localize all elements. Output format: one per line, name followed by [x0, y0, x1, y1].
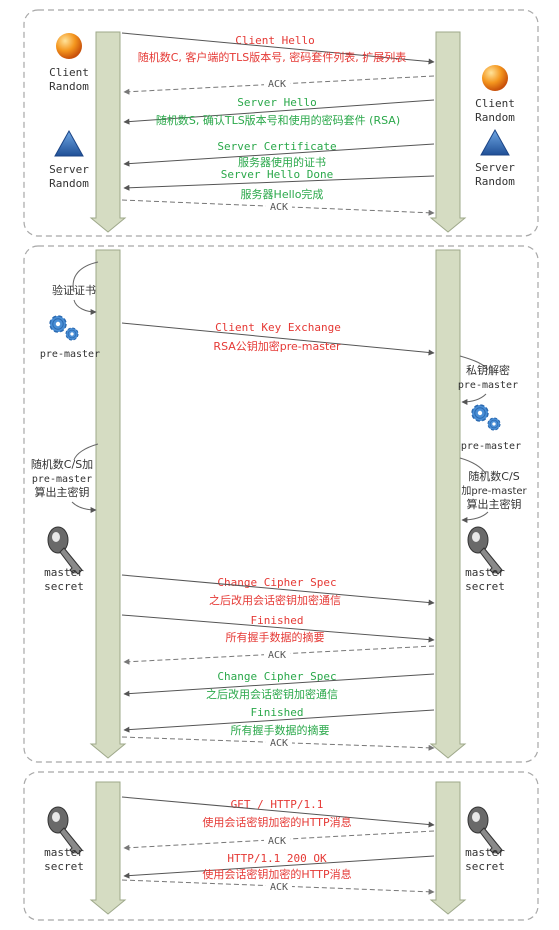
left-compute-label-2: pre-master	[32, 474, 92, 485]
client-hello-label: Client Hello	[235, 34, 314, 47]
finished-client-arrow	[121, 614, 435, 643]
right-server-random-triangle-icon	[480, 128, 510, 156]
client-lifeline-2	[89, 249, 127, 759]
http-response-label: HTTP/1.1 200 OK	[227, 852, 327, 865]
ccs-server-label: Change Cipher Spec	[217, 670, 336, 683]
server-lifeline-2	[429, 249, 467, 759]
right-client-random-label-2: Random	[475, 111, 515, 124]
right-master-label-1: master	[465, 566, 505, 579]
server-hello-arrow	[123, 99, 435, 125]
panel-1	[23, 9, 539, 237]
server-certificate-detail: 服务器使用的证书	[238, 155, 326, 169]
client-lifeline-1	[89, 31, 127, 233]
p3-right-master-label-1: master	[465, 846, 505, 859]
right-server-random-label-2: Random	[475, 175, 515, 188]
left-premaster-label: pre-master	[40, 349, 100, 360]
right-client-random-sphere-icon	[482, 65, 508, 91]
http-response-arrow	[123, 855, 435, 879]
right-client-random-label-1: Client	[475, 97, 515, 110]
server-hello-done-label: Server Hello Done	[221, 168, 334, 181]
right-compute-label-3: 算出主密钥	[467, 497, 522, 511]
ccs-client-label: Change Cipher Spec	[217, 576, 336, 589]
server-hello-done-arrow	[123, 175, 435, 191]
http-get-label: GET / HTTP/1.1	[231, 798, 324, 811]
server-hello-done-detail: 服务器Hello完成	[241, 187, 324, 201]
right-compute-label-2: 加pre-master	[461, 485, 527, 497]
panel-2	[23, 245, 539, 763]
server-random-label-2: Random	[49, 177, 89, 190]
server-certificate-label: Server Certificate	[217, 140, 336, 153]
panel-3	[23, 771, 539, 921]
http-get-arrow	[121, 796, 435, 828]
ccs-server-detail: 之后改用会话密钥加密通信	[206, 687, 338, 701]
right-decrypt-label-2: pre-master	[458, 380, 518, 391]
right-decrypt-label-1: 私钥解密	[466, 363, 510, 377]
client-key-exchange-detail: RSA公钥加密pre-master	[213, 339, 341, 353]
server-hello-detail: 随机数S, 确认TLS版本号和使用的密码套件 (RSA)	[156, 113, 400, 127]
left-master-label-1: master	[44, 566, 84, 579]
http-get-detail: 使用会话密钥加密的HTTP消息	[202, 815, 351, 829]
client-key-exchange-label: Client Key Exchange	[215, 321, 341, 334]
server-hello-label: Server Hello	[237, 96, 316, 109]
finished-client-detail: 所有握手数据的摘要	[226, 630, 325, 644]
right-premaster-gear-icon	[471, 404, 489, 422]
client-hello-detail: 随机数C, 客户端的TLS版本号, 密码套件列表, 扩展列表	[138, 50, 407, 64]
ack-label-4: ACK	[270, 738, 288, 749]
finished-server-detail: 所有握手数据的摘要	[231, 723, 330, 737]
finished-client-label: Finished	[251, 614, 304, 627]
finished-server-label: Finished	[251, 706, 304, 719]
client-lifeline-3	[89, 781, 127, 915]
right-premaster-label: pre-master	[461, 441, 521, 452]
ccs-client-arrow	[121, 574, 435, 606]
ack-label-5: ACK	[268, 836, 286, 847]
p3-right-master-label-2: secret	[465, 860, 505, 873]
verify-cert-label: 验证证书	[52, 283, 96, 297]
ack-label-3: ACK	[268, 650, 286, 661]
ack-label-1: ACK	[268, 79, 286, 90]
left-premaster-gear-icon	[49, 315, 67, 333]
left-compute-label-1: 随机数C/S加	[31, 457, 93, 471]
client-key-exchange-arrow	[121, 322, 435, 356]
server-lifeline-3	[429, 781, 467, 915]
p3-left-master-label-2: secret	[44, 860, 84, 873]
right-master-label-2: secret	[465, 580, 505, 593]
client-hello-arrow	[121, 32, 435, 65]
finished-server-arrow	[123, 709, 435, 733]
client-random-label-2: Random	[49, 80, 89, 93]
server-random-label-1: Server	[49, 163, 89, 176]
left-compute-label-3: 算出主密钥	[35, 485, 90, 499]
right-compute-label-1: 随机数C/S	[468, 469, 519, 483]
ack-label-2: ACK	[270, 202, 288, 213]
server-certificate-arrow	[123, 143, 435, 167]
http-response-detail: 使用会话密钥加密的HTTP消息	[202, 867, 351, 881]
client-random-sphere-icon	[56, 33, 82, 59]
ccs-client-detail: 之后改用会话密钥加密通信	[209, 593, 341, 607]
p3-left-master-label-1: master	[44, 846, 84, 859]
ccs-server-arrow	[123, 673, 435, 697]
right-server-random-label-1: Server	[475, 161, 515, 174]
server-random-triangle-icon	[54, 129, 84, 157]
ack-label-6: ACK	[270, 882, 288, 893]
left-master-label-2: secret	[44, 580, 84, 593]
server-lifeline-1	[429, 31, 467, 233]
client-random-label-1: Client	[49, 66, 89, 79]
